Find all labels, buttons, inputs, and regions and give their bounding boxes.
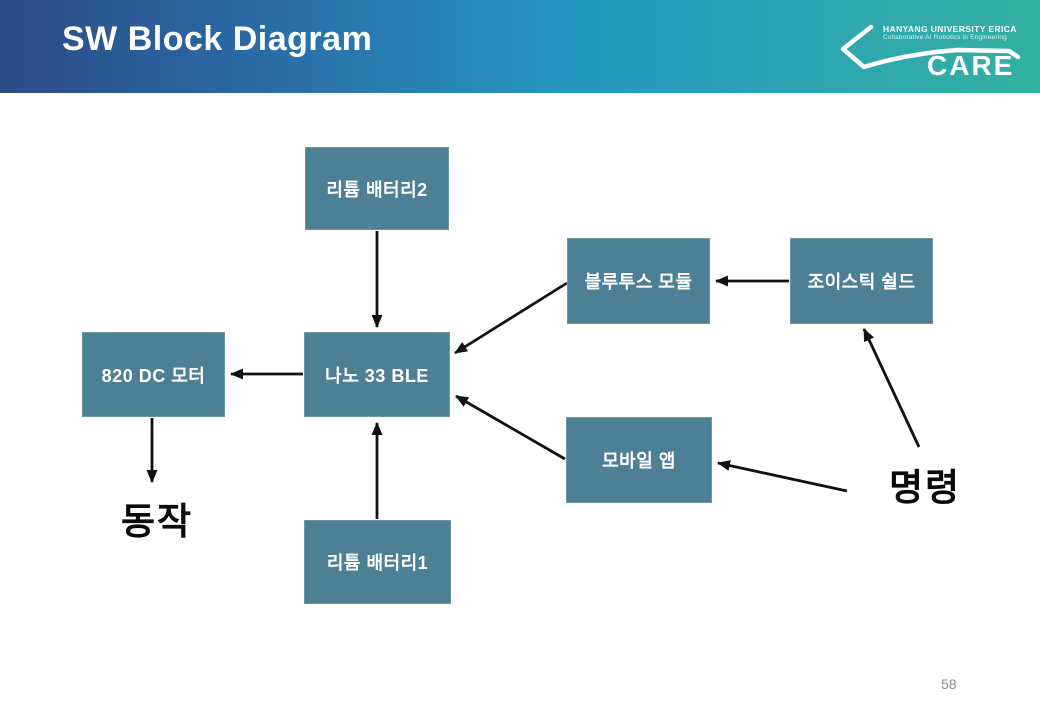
node-lithium-battery-2: 리튬 배터리2 (305, 147, 449, 230)
node-mobile-app: 모바일 앱 (566, 417, 712, 503)
logo-acronym-text: CARE (927, 50, 1015, 81)
care-logo-swoosh-icon (840, 24, 1021, 70)
node-lithium-battery-1: 리튬 배터리1 (304, 520, 451, 604)
arrow-mobile-to-nano (455, 394, 566, 461)
label-action: 동작 (121, 501, 194, 542)
slide-page-number: 58 (941, 676, 957, 692)
slide-header: SW Block Diagram HANYANG UNIVERSITY ERIC… (0, 0, 1040, 93)
arrow-command-to-mobile (717, 460, 848, 493)
node-nano-33-ble: 나노 33 BLE (304, 332, 450, 417)
logo-university-text: HANYANG UNIVERSITY ERICA (883, 24, 1017, 34)
node-820-dc-motor: 820 DC 모터 (82, 332, 225, 417)
arrow-command-to-joystick (862, 328, 921, 448)
care-logo: HANYANG UNIVERSITY ERICA Collaborative A… (835, 12, 1030, 86)
node-bluetooth-module: 블루투스 모듈 (567, 238, 710, 324)
page-title: SW Block Diagram (62, 20, 373, 58)
label-command: 명령 (889, 467, 962, 508)
arrow-bluetooth-to-nano (454, 281, 568, 355)
logo-subtitle-text: Collaborative AI Robotics in Engineering (883, 34, 1007, 41)
node-joystick-shield: 조이스틱 쉴드 (790, 238, 933, 324)
